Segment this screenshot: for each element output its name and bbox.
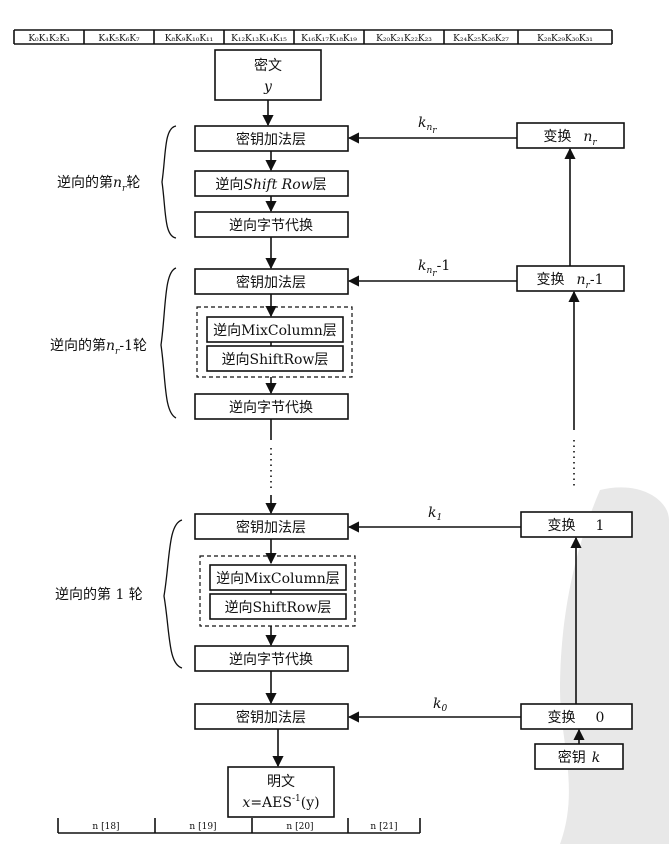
round-nr-inv-shiftrow-label: 逆向Shift Row层	[215, 177, 326, 193]
round-nr1-inv-shiftrow-box	[206, 345, 344, 372]
bottom-strip-cell-0: n [18]	[92, 822, 119, 832]
transform-nr1-box	[516, 265, 625, 292]
ciphertext-var: y	[263, 79, 273, 95]
round1-inv-shiftrow-label: 逆向ShiftRow层	[225, 600, 332, 616]
key-k0-label: k0	[433, 696, 447, 714]
round-nr-add-key-label: 密钥加法层	[236, 131, 306, 148]
key-knr1-label: knr-1	[418, 258, 450, 279]
round1-inv-subbytes-box	[194, 645, 349, 672]
bottom-strip: n [18] n [19] n [20] n [21]	[57, 818, 421, 834]
round-nr1-inv-subbytes-label: 逆向字节代换	[229, 399, 313, 416]
round1-inv-subbytes-label: 逆向字节代换	[229, 651, 313, 668]
key-strip-cell-5: K₂₀K₂₁K₂₂K₂₃	[376, 34, 432, 44]
round-nr1-inv-shiftrow-label: 逆向ShiftRow层	[222, 352, 329, 368]
ciphertext-box	[214, 49, 322, 101]
round1-label: 逆向的第 1 轮	[55, 586, 143, 603]
key-strip-cell-6: K₂₄K₂₅K₂₆K₂₇	[453, 34, 509, 44]
round1-add-key-label: 密钥加法层	[236, 519, 306, 536]
bottom-strip-cell-3: n [21]	[370, 822, 397, 832]
round1-inv-mixcolumn-box	[209, 564, 347, 591]
round1-dashed-group	[199, 555, 356, 627]
round-nr-brace	[161, 125, 177, 239]
round-nr1-brace	[160, 267, 177, 419]
ciphertext-label: 密文	[254, 57, 282, 74]
plaintext-label: 明文	[267, 774, 295, 790]
key-strip-cell-3: K₁₂K₁₃K₁₄K₁₅	[231, 34, 287, 44]
round-nr1-dashed-group	[196, 306, 353, 378]
master-key-box	[534, 743, 624, 770]
key-k1-label: k1	[428, 505, 442, 523]
final-add-key-label: 密钥加法层	[236, 709, 306, 726]
round-nr-inv-subbytes-box	[194, 211, 349, 238]
round1-brace	[163, 519, 183, 669]
round-nr-inv-subbytes-label: 逆向字节代换	[229, 217, 313, 234]
round-nr1-label: 逆向的第nr-1轮	[50, 337, 147, 357]
plaintext-box	[227, 766, 335, 818]
bottom-strip-cell-1: n [19]	[189, 822, 216, 832]
key-strip-cell-4: K₁₆K₁₇K₁₈K₁₉	[301, 34, 357, 44]
round-nr-inv-shiftrow-box	[194, 170, 349, 197]
round1-add-key-box	[194, 513, 349, 540]
round-nr1-inv-mixcolumn-box	[206, 316, 344, 343]
round1-inv-shiftrow-box	[209, 593, 347, 620]
key-strip-cell-2: K₈K₉K₁₀K₁₁	[165, 34, 214, 44]
key-strip-cell-0: K₀K₁K₂K₃	[28, 34, 70, 44]
key-strip-cell-7: K₂₈K₂₉K₃₀K₃₁	[537, 34, 593, 44]
round-nr1-add-key-label: 密钥加法层	[236, 274, 306, 291]
key-strip-top: K₀K₁K₂K₃ K₄K₅K₆K₇ K₈K₉K₁₀K₁₁ K₁₂K₁₃K₁₄K₁…	[13, 29, 613, 45]
round-nr1-inv-mixcolumn-label: 逆向MixColumn层	[213, 323, 337, 339]
transform-1-box	[520, 511, 633, 538]
key-strip-cell-1: K₄K₅K₆K₇	[98, 34, 140, 44]
bottom-strip-cell-2: n [20]	[286, 822, 313, 832]
key-knr-label: knr	[418, 115, 437, 136]
round-nr-label: 逆向的第nr轮	[57, 174, 140, 194]
round1-inv-mixcolumn-label: 逆向MixColumn层	[216, 571, 340, 587]
transform-0-box	[520, 703, 633, 730]
round-nr1-add-key-box	[194, 268, 349, 295]
plaintext-formula: x=AES-1(y)	[242, 794, 319, 811]
